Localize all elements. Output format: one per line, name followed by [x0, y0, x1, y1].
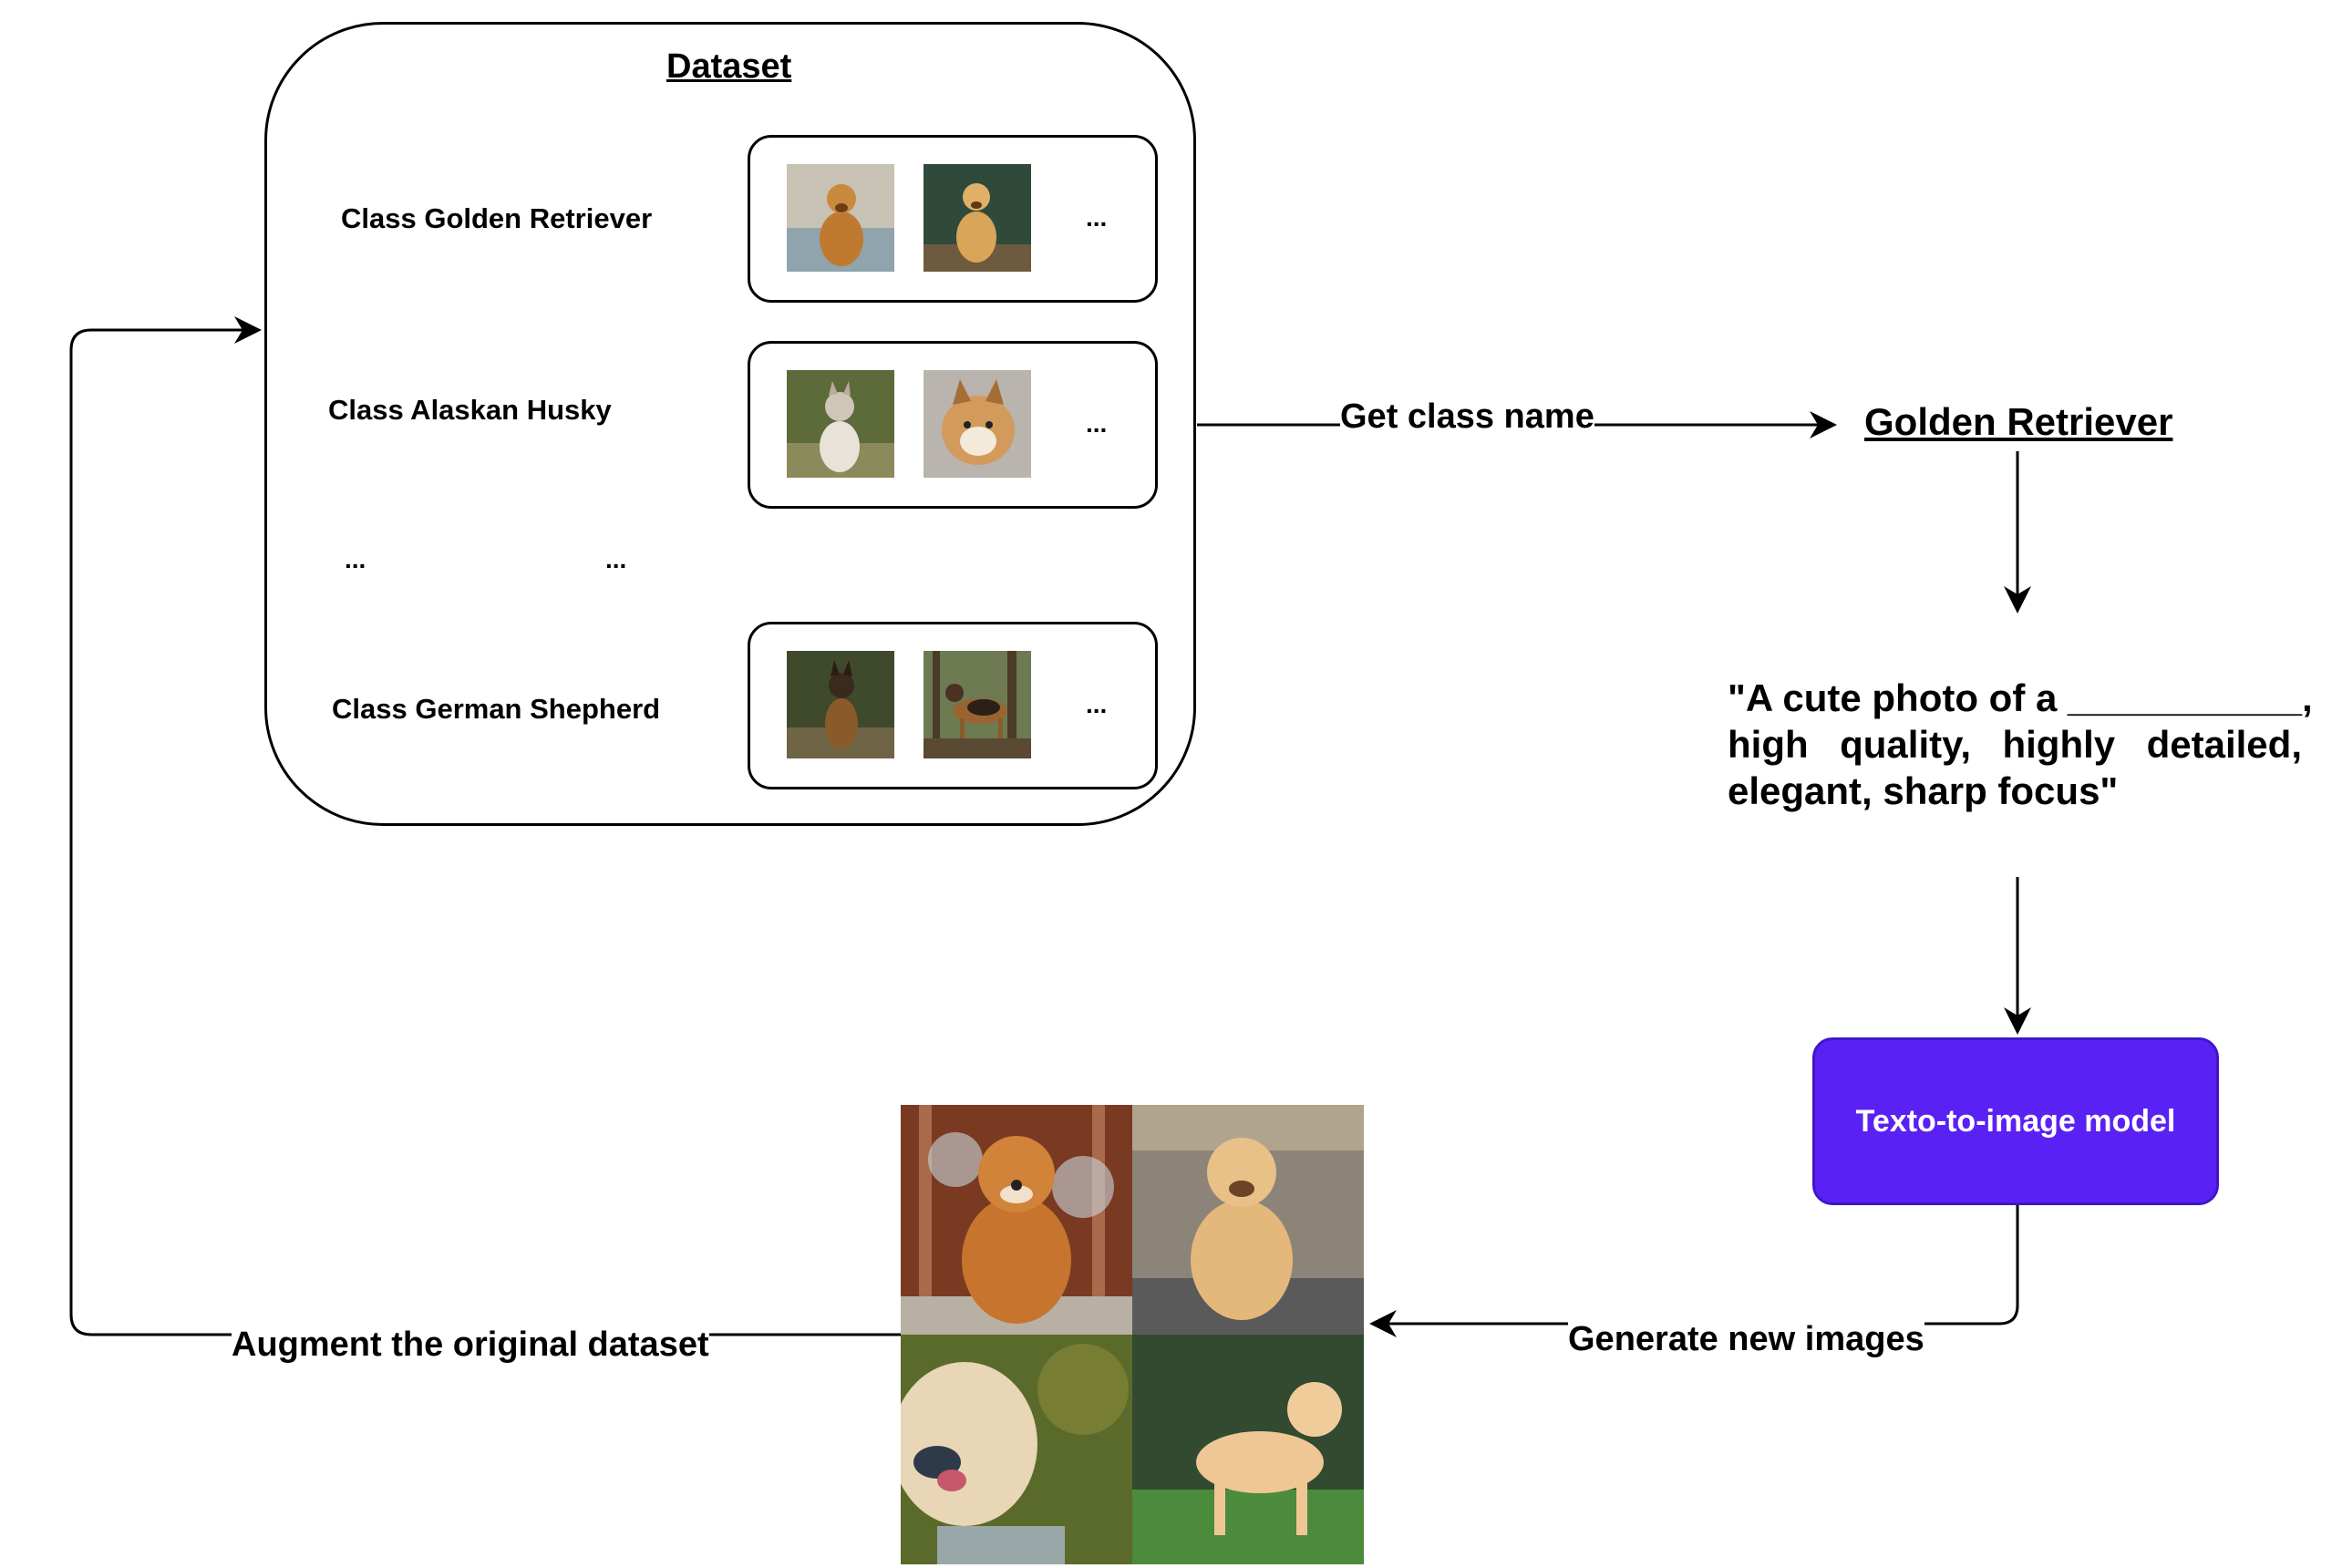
- german-shepherd-photo: [787, 651, 894, 758]
- dataset-title: Dataset: [666, 47, 792, 86]
- more-images-ellipsis: ...: [605, 545, 627, 573]
- prompt-line-3: elegant, sharp focus": [1728, 769, 2119, 812]
- generated-golden-retriever-2: [1132, 1105, 1364, 1335]
- more-classes-ellipsis: ...: [345, 545, 366, 573]
- golden-retriever-photo: [924, 164, 1031, 272]
- generated-golden-retriever-3: [901, 1335, 1132, 1564]
- generated-images-grid: [901, 1105, 1366, 1568]
- dataset-container: [264, 22, 1196, 826]
- get-class-name-label: Get class name: [1340, 397, 1594, 437]
- more-images-ellipsis: ...: [1086, 690, 1108, 718]
- arrow-augment-dataset: [69, 316, 901, 1336]
- more-images-ellipsis: ...: [1086, 203, 1108, 232]
- class-label-alaskan-husky: Class Alaskan Husky: [328, 394, 612, 426]
- golden-retriever-photo: [787, 164, 894, 272]
- husky-photo: [787, 370, 894, 478]
- husky-photo: [924, 370, 1031, 478]
- more-images-ellipsis: ...: [1086, 409, 1108, 438]
- class-label-german-shepherd: Class German Shepherd: [332, 693, 661, 725]
- class-images-golden-retriever: ...: [748, 135, 1158, 303]
- augment-dataset-label: Augment the original dataset: [232, 1326, 709, 1365]
- prompt-line-1: "A cute photo of a ___________,: [1728, 676, 2313, 719]
- text-to-image-model: Texto-to-image model: [1812, 1037, 2219, 1205]
- class-images-alaskan-husky: ...: [748, 341, 1158, 509]
- generated-golden-retriever-1: [901, 1105, 1132, 1335]
- prompt-line-2: high quality, highly detailed,: [1728, 723, 2302, 766]
- generated-golden-retriever-4: [1132, 1335, 1364, 1564]
- model-label: Texto-to-image model: [1855, 1103, 2176, 1139]
- german-shepherd-photo: [924, 651, 1031, 758]
- arrow-generate-new-images: [1369, 1205, 2019, 1337]
- class-label-golden-retriever: Class Golden Retriever: [341, 202, 653, 234]
- generate-new-images-label: Generate new images: [1568, 1320, 1924, 1359]
- prompt-template: "A cute photo of a ___________, high qua…: [1728, 675, 2313, 814]
- selected-class-name: Golden Retriever: [1864, 400, 2173, 443]
- class-images-german-shepherd: ...: [748, 622, 1158, 789]
